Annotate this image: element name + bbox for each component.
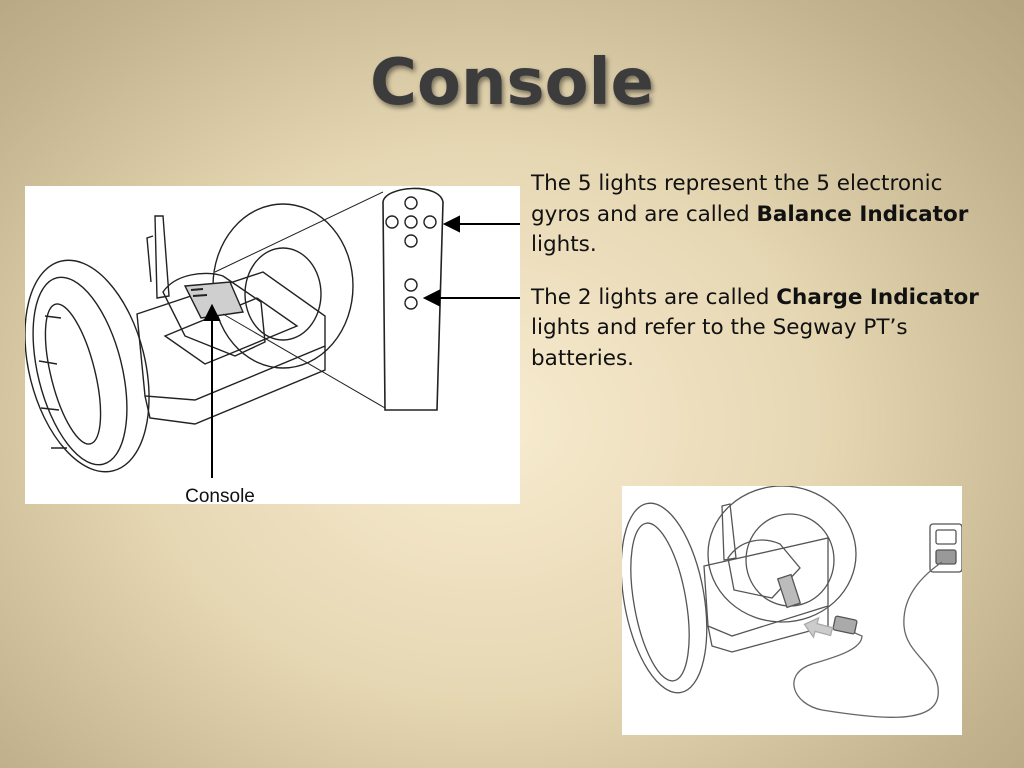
power-cable	[793, 561, 943, 718]
balance-light	[423, 215, 437, 229]
balance-light	[404, 196, 418, 210]
charging-drawing	[622, 486, 962, 718]
console-diagram: Console	[25, 186, 520, 504]
power-plug	[832, 615, 858, 635]
insert-arrow	[803, 616, 834, 639]
charge-indicator-term: Charge Indicator	[776, 284, 979, 310]
balance-light	[404, 215, 418, 229]
charge-indicator-paragraph: The 2 lights are called Charge Indicator…	[531, 284, 979, 371]
slide-title: Console	[370, 46, 654, 120]
console-panel	[183, 281, 245, 319]
balance-indicator-paragraph: The 5 lights represent the 5 electronic …	[531, 171, 969, 257]
balance-light	[404, 234, 418, 248]
description-text: The 5 lights represent the 5 electronic …	[531, 169, 981, 396]
charge-light	[404, 278, 418, 292]
console-caption: Console	[185, 486, 255, 504]
balance-indicator-term: Balance Indicator	[756, 201, 969, 227]
left-wheel	[25, 259, 150, 473]
charge-light	[404, 296, 418, 310]
balance-light	[385, 215, 399, 229]
wall-outlet	[929, 523, 962, 573]
console-diagram-drawing: Console	[25, 187, 520, 504]
charge-port-cover	[776, 573, 802, 609]
charging-illustration	[622, 486, 962, 735]
charge-left-wheel	[622, 502, 708, 694]
